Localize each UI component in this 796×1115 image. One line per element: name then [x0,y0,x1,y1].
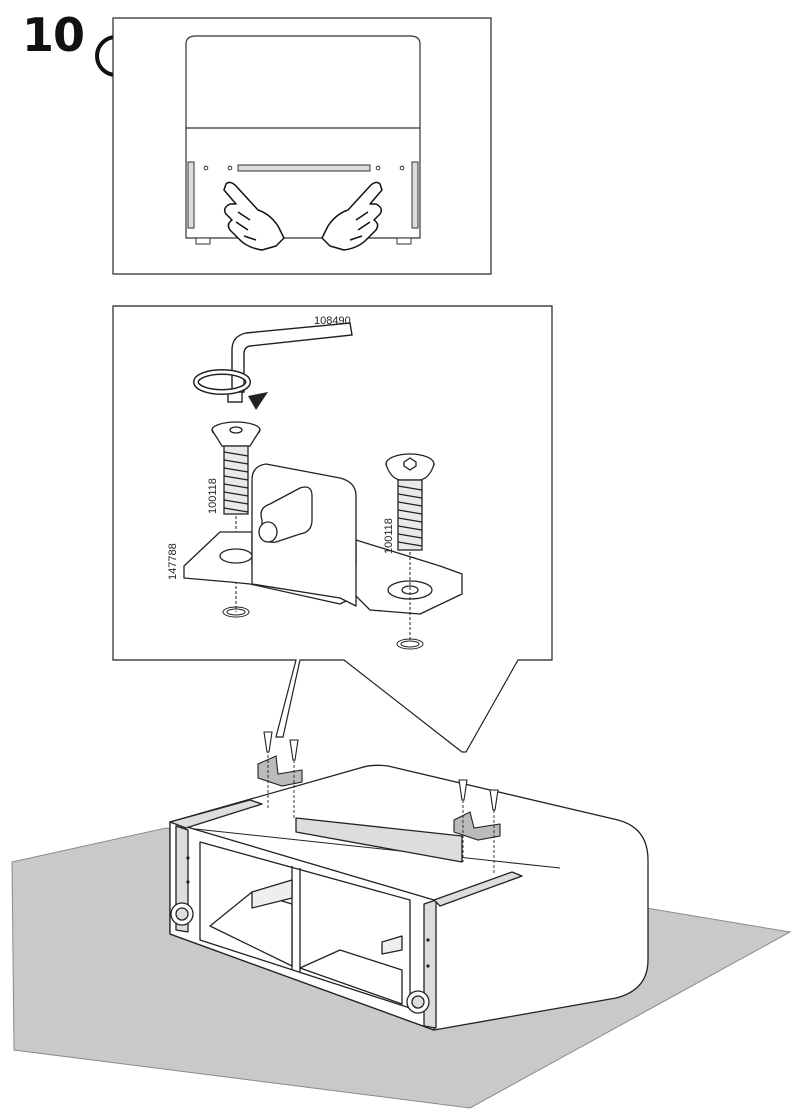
rotate-arrow-icon [193,369,268,410]
sofa-base [169,764,649,1031]
screw-left [211,421,261,612]
step-number: 10 [22,8,85,62]
installed-brackets [257,731,501,874]
hole-marks [222,606,424,650]
bracket-label: 147788 [167,543,179,580]
left-hand [223,181,285,251]
hex-key-label: 108490 [314,315,351,327]
screw-right [385,453,435,640]
sofa-back-view [185,35,421,245]
bracket [183,463,463,615]
info-panel [112,17,492,275]
screw-left-label: 100118 [207,478,219,514]
right-hand [321,181,383,251]
detail-panel: 108490 100118 147788 [112,305,553,753]
screw-right-label: 100118 [383,518,395,554]
